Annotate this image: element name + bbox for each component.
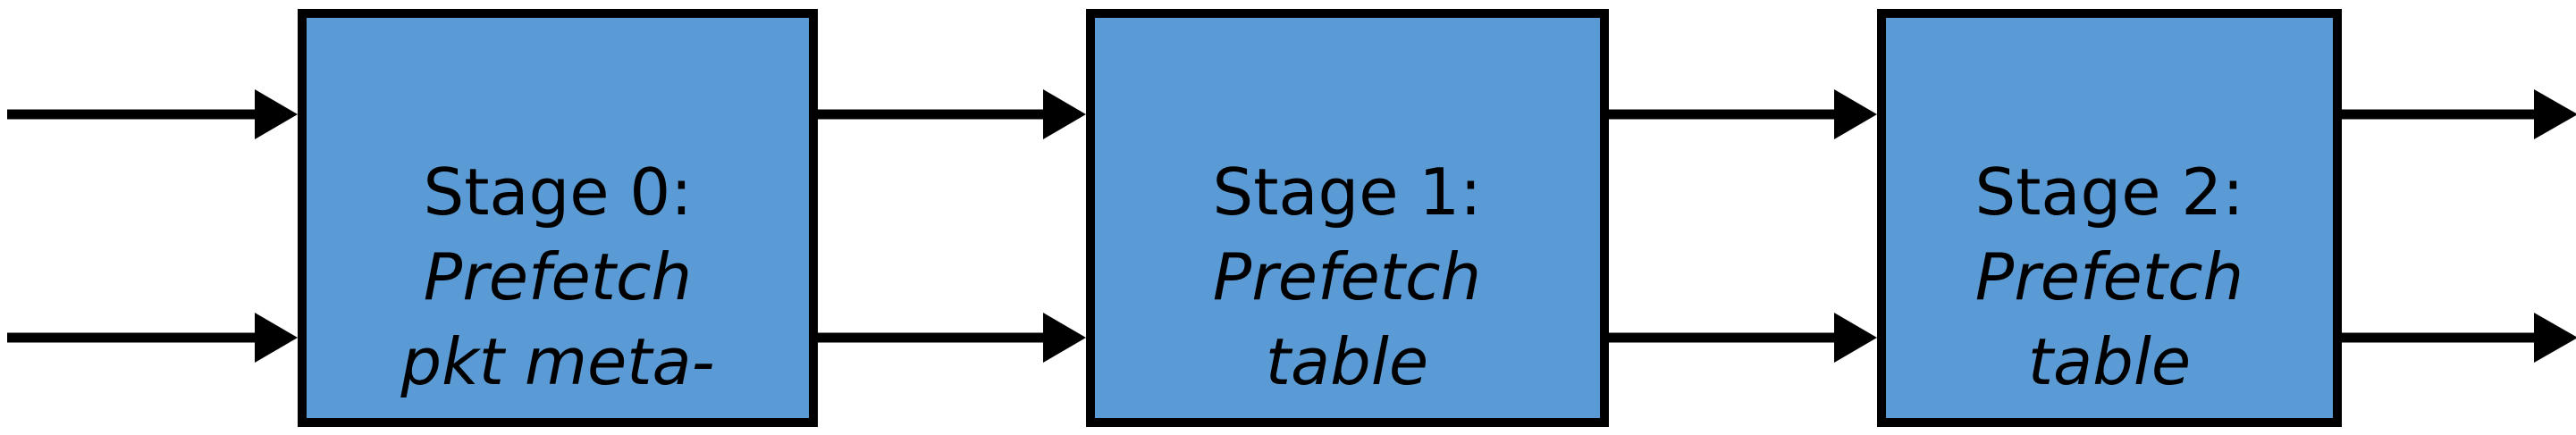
stage-box-background <box>298 9 818 427</box>
arrow-stage1-to-stage2-bottom <box>1609 313 1877 363</box>
stage-box-stage-0[interactable]: Stage 0: Prefetch pkt meta- <box>298 9 818 427</box>
stage-0-title: Stage 0: <box>423 155 692 230</box>
arrow-head-icon <box>255 89 298 139</box>
stage-box-background <box>1877 9 2342 427</box>
arrow-head-icon <box>1834 89 1877 139</box>
stage-2-subtitle-line-1: Prefetch <box>1975 239 2243 314</box>
arrow-head-icon <box>1043 89 1086 139</box>
arrow-head-icon <box>255 313 298 363</box>
stage-1-title: Stage 1: <box>1212 155 1481 230</box>
stage-box-stage-1[interactable]: Stage 1: Prefetch table <box>1086 9 1609 427</box>
stage-0-subtitle-line-2: pkt meta- <box>400 324 714 399</box>
stage-2-title: Stage 2: <box>1974 155 2243 230</box>
arrow-stage0-to-stage1-bottom <box>818 313 1086 363</box>
arrow-input-top <box>7 89 298 139</box>
arrow-stage1-to-stage2-top <box>1609 89 1877 139</box>
arrow-head-icon <box>2534 89 2576 139</box>
connector-group <box>7 89 2576 363</box>
arrow-head-icon <box>2534 313 2576 363</box>
arrow-input-bottom <box>7 313 298 363</box>
stage-box-stage-2[interactable]: Stage 2: Prefetch table <box>1877 9 2342 427</box>
stage-1-subtitle-line-1: Prefetch <box>1213 239 1481 314</box>
arrow-head-icon <box>1043 313 1086 363</box>
arrow-stage0-to-stage1-top <box>818 89 1086 139</box>
stage-0-subtitle-line-1: Prefetch <box>424 239 692 314</box>
stage-box-background <box>1086 9 1609 427</box>
stage-2-subtitle-line-2: table <box>2028 324 2191 399</box>
arrow-head-icon <box>1834 313 1877 363</box>
arrow-output-bottom <box>2342 313 2576 363</box>
arrow-output-top <box>2342 89 2576 139</box>
stage-1-subtitle-line-2: table <box>1266 324 1428 399</box>
